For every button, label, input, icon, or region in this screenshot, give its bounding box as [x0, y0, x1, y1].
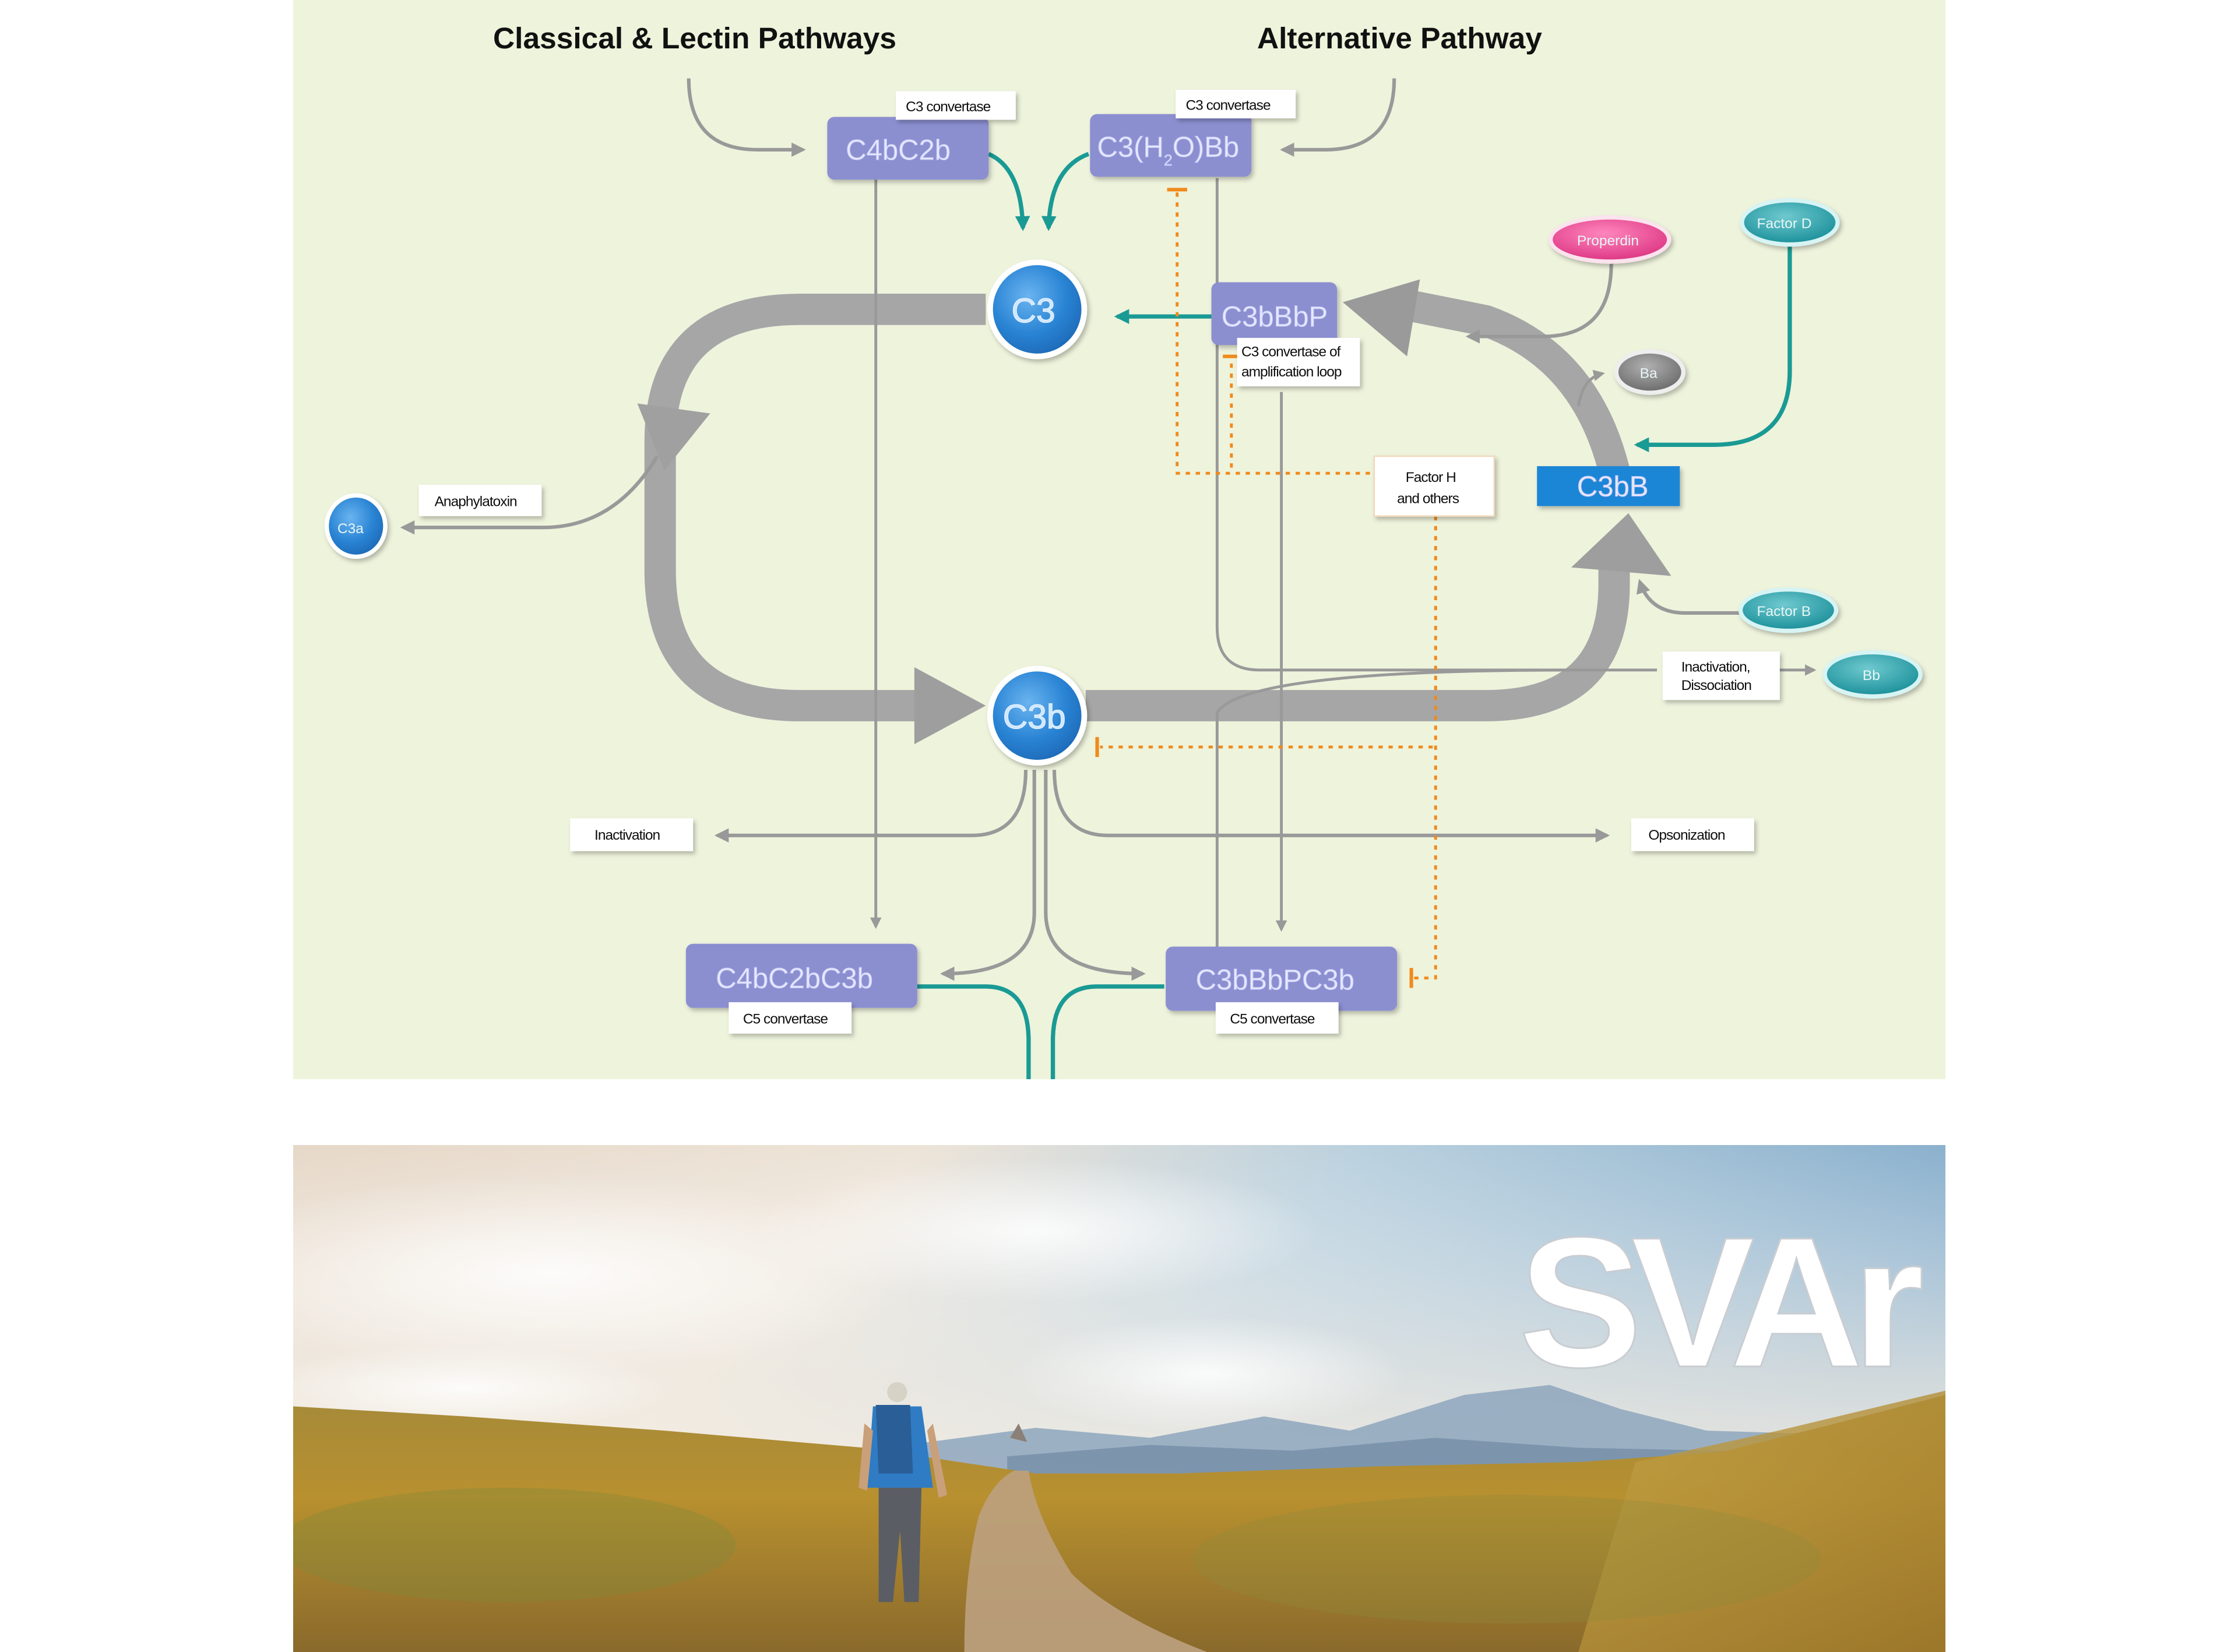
- line-loop-to-c3bbbpc3b: [1215, 668, 1572, 953]
- label-anaphylatoxin: Anaphylatoxin: [418, 484, 542, 516]
- brand-logo: SVAr: [1518, 1199, 1922, 1406]
- teal-arrow-factor-d-to-c3bb: [1634, 245, 1792, 453]
- landscape-photo: SVAr: [293, 1145, 1945, 1652]
- left-loop-arrowhead-right: [914, 667, 986, 745]
- title-classical-lectin: Classical & Lectin Pathways: [493, 21, 896, 55]
- svg-text:C5 convertase: C5 convertase: [743, 1012, 828, 1027]
- c3h2obb-label: C3(H2O)Bb: [1097, 132, 1240, 169]
- svg-text:Inactivation,: Inactivation,: [1681, 659, 1750, 675]
- label-factor-h: Factor H and others: [1373, 455, 1495, 517]
- molecule-bb: Bb: [1822, 650, 1923, 699]
- arrow-to-c3bbbpc3b: [1044, 770, 1146, 981]
- properdin-connector: [1465, 263, 1613, 344]
- left-loop-arrowhead-down: [637, 403, 710, 471]
- left-amplification-loop: [644, 293, 986, 721]
- arrow-to-c3a: [400, 455, 659, 535]
- right-loop-arrowhead-up: [1571, 513, 1672, 576]
- teal-line-c3bbbpc3b-out: [1050, 984, 1164, 1079]
- molecule-properdin: Properdin: [1548, 215, 1672, 264]
- teal-arrow-c4bc2b-to-c3: [987, 152, 1030, 231]
- complex-c3bbbp: C3bBbP: [1211, 282, 1338, 346]
- right-loop-arrowhead-left: [1342, 279, 1420, 357]
- teal-arrow-c3h2obb-to-c3: [1041, 152, 1090, 231]
- svg-text:Ba: Ba: [1640, 365, 1658, 381]
- molecule-factor-d: Factor D: [1740, 198, 1840, 247]
- complex-c3h2obb: C3(H2O)Bb: [1090, 114, 1252, 177]
- arrow-to-opsonization: [1052, 770, 1610, 843]
- molecule-factor-b: Factor B: [1738, 587, 1839, 633]
- c4bc2bc3b-label: C4bC2bC3b: [716, 963, 873, 994]
- svg-text:Bb: Bb: [1863, 668, 1880, 684]
- title-alternative: Alternative Pathway: [1257, 21, 1542, 55]
- right-loop-lower: [1085, 541, 1630, 721]
- arrow-to-c4bc2bc3b: [939, 770, 1036, 981]
- svg-text:Dissociation: Dissociation: [1681, 678, 1752, 693]
- cloud: [293, 1345, 679, 1431]
- svg-text:and others: and others: [1397, 491, 1459, 507]
- c3bbbpc3b-label: C3bBbPC3b: [1196, 964, 1354, 996]
- alternative-entry-arrow: [1280, 78, 1396, 157]
- molecule-c3b: C3b: [987, 665, 1088, 766]
- svg-text:Factor H: Factor H: [1406, 470, 1456, 485]
- label-c3-convertase-alternative: C3 convertase: [1176, 90, 1296, 119]
- svg-text:Factor D: Factor D: [1757, 216, 1812, 231]
- label-c5-convertase-alternative: C5 convertase: [1215, 1002, 1339, 1034]
- svg-text:Properdin: Properdin: [1577, 233, 1639, 249]
- label-amplification-loop: C3 convertase of amplification loop: [1237, 337, 1360, 387]
- hiker: [858, 1382, 948, 1602]
- svg-text:amplification loop: amplification loop: [1241, 364, 1342, 380]
- complex-c3bbbpc3b: C3bBbPC3b: [1166, 946, 1398, 1011]
- label-c5-convertase-classical: C5 convertase: [729, 1002, 852, 1034]
- complex-c4bc2bc3b: C4bC2bC3b: [685, 943, 917, 1008]
- arrow-to-inactivation: [714, 770, 1028, 843]
- svg-text:Factor B: Factor B: [1757, 604, 1811, 619]
- svg-text:C3b: C3b: [1003, 698, 1066, 736]
- molecule-c3: C3: [987, 259, 1088, 360]
- meadow: [293, 1394, 1945, 1652]
- label-opsonization: Opsonization: [1631, 818, 1754, 851]
- label-c3-convertase-classical: C3 convertase: [896, 91, 1016, 120]
- c3bb-label: C3bB: [1577, 471, 1649, 502]
- label-inactivation: Inactivation: [570, 818, 694, 851]
- complement-pathway-diagram: Classical & Lectin Pathways Alternative …: [293, 0, 1945, 1079]
- molecule-c3a: C3a: [324, 493, 388, 559]
- right-loop-upper: [1411, 291, 1630, 474]
- hiker-landscape-banner: SVAr: [293, 1145, 1945, 1652]
- trail: [964, 1470, 1208, 1652]
- ba-release-arrow: [1577, 369, 1605, 407]
- svg-text:Opsonization: Opsonization: [1648, 827, 1725, 843]
- svg-text:C3 convertase of: C3 convertase of: [1241, 344, 1341, 360]
- svg-text:Inactivation: Inactivation: [594, 827, 660, 843]
- svg-text:C3a: C3a: [337, 521, 364, 537]
- cairn: [1010, 1423, 1027, 1442]
- right-hill: [1578, 1390, 1945, 1652]
- complex-c4bc2b: C4bC2b: [827, 117, 989, 180]
- svg-text:C5 convertase: C5 convertase: [1230, 1012, 1315, 1027]
- cloud: [750, 1159, 1322, 1302]
- label-inactivation-dissociation: Inactivation, Dissociation: [1662, 651, 1780, 700]
- molecule-ba: Ba: [1614, 349, 1686, 395]
- factor-b-connector: [1636, 579, 1740, 615]
- teal-line-c4bc2bc3b-out: [917, 984, 1031, 1079]
- svg-text:C3: C3: [1012, 292, 1055, 330]
- cloud: [1007, 1316, 1407, 1431]
- c3bbbp-label: C3bBbP: [1222, 301, 1328, 333]
- svg-text:C3 convertase: C3 convertase: [906, 99, 991, 115]
- classical-entry-arrow: [687, 78, 806, 157]
- diagram-canvas: Classical & Lectin Pathways Alternative …: [324, 21, 1923, 1079]
- complex-c3bb: C3bB: [1537, 466, 1680, 506]
- c4bc2b-label: C4bC2b: [846, 135, 951, 166]
- svg-text:C3 convertase: C3 convertase: [1185, 97, 1271, 113]
- line-c3h2obb-down: [1215, 178, 1658, 672]
- inhibit-c3h2obb-line: [1176, 192, 1374, 475]
- svg-text:Anaphylatoxin: Anaphylatoxin: [435, 494, 517, 510]
